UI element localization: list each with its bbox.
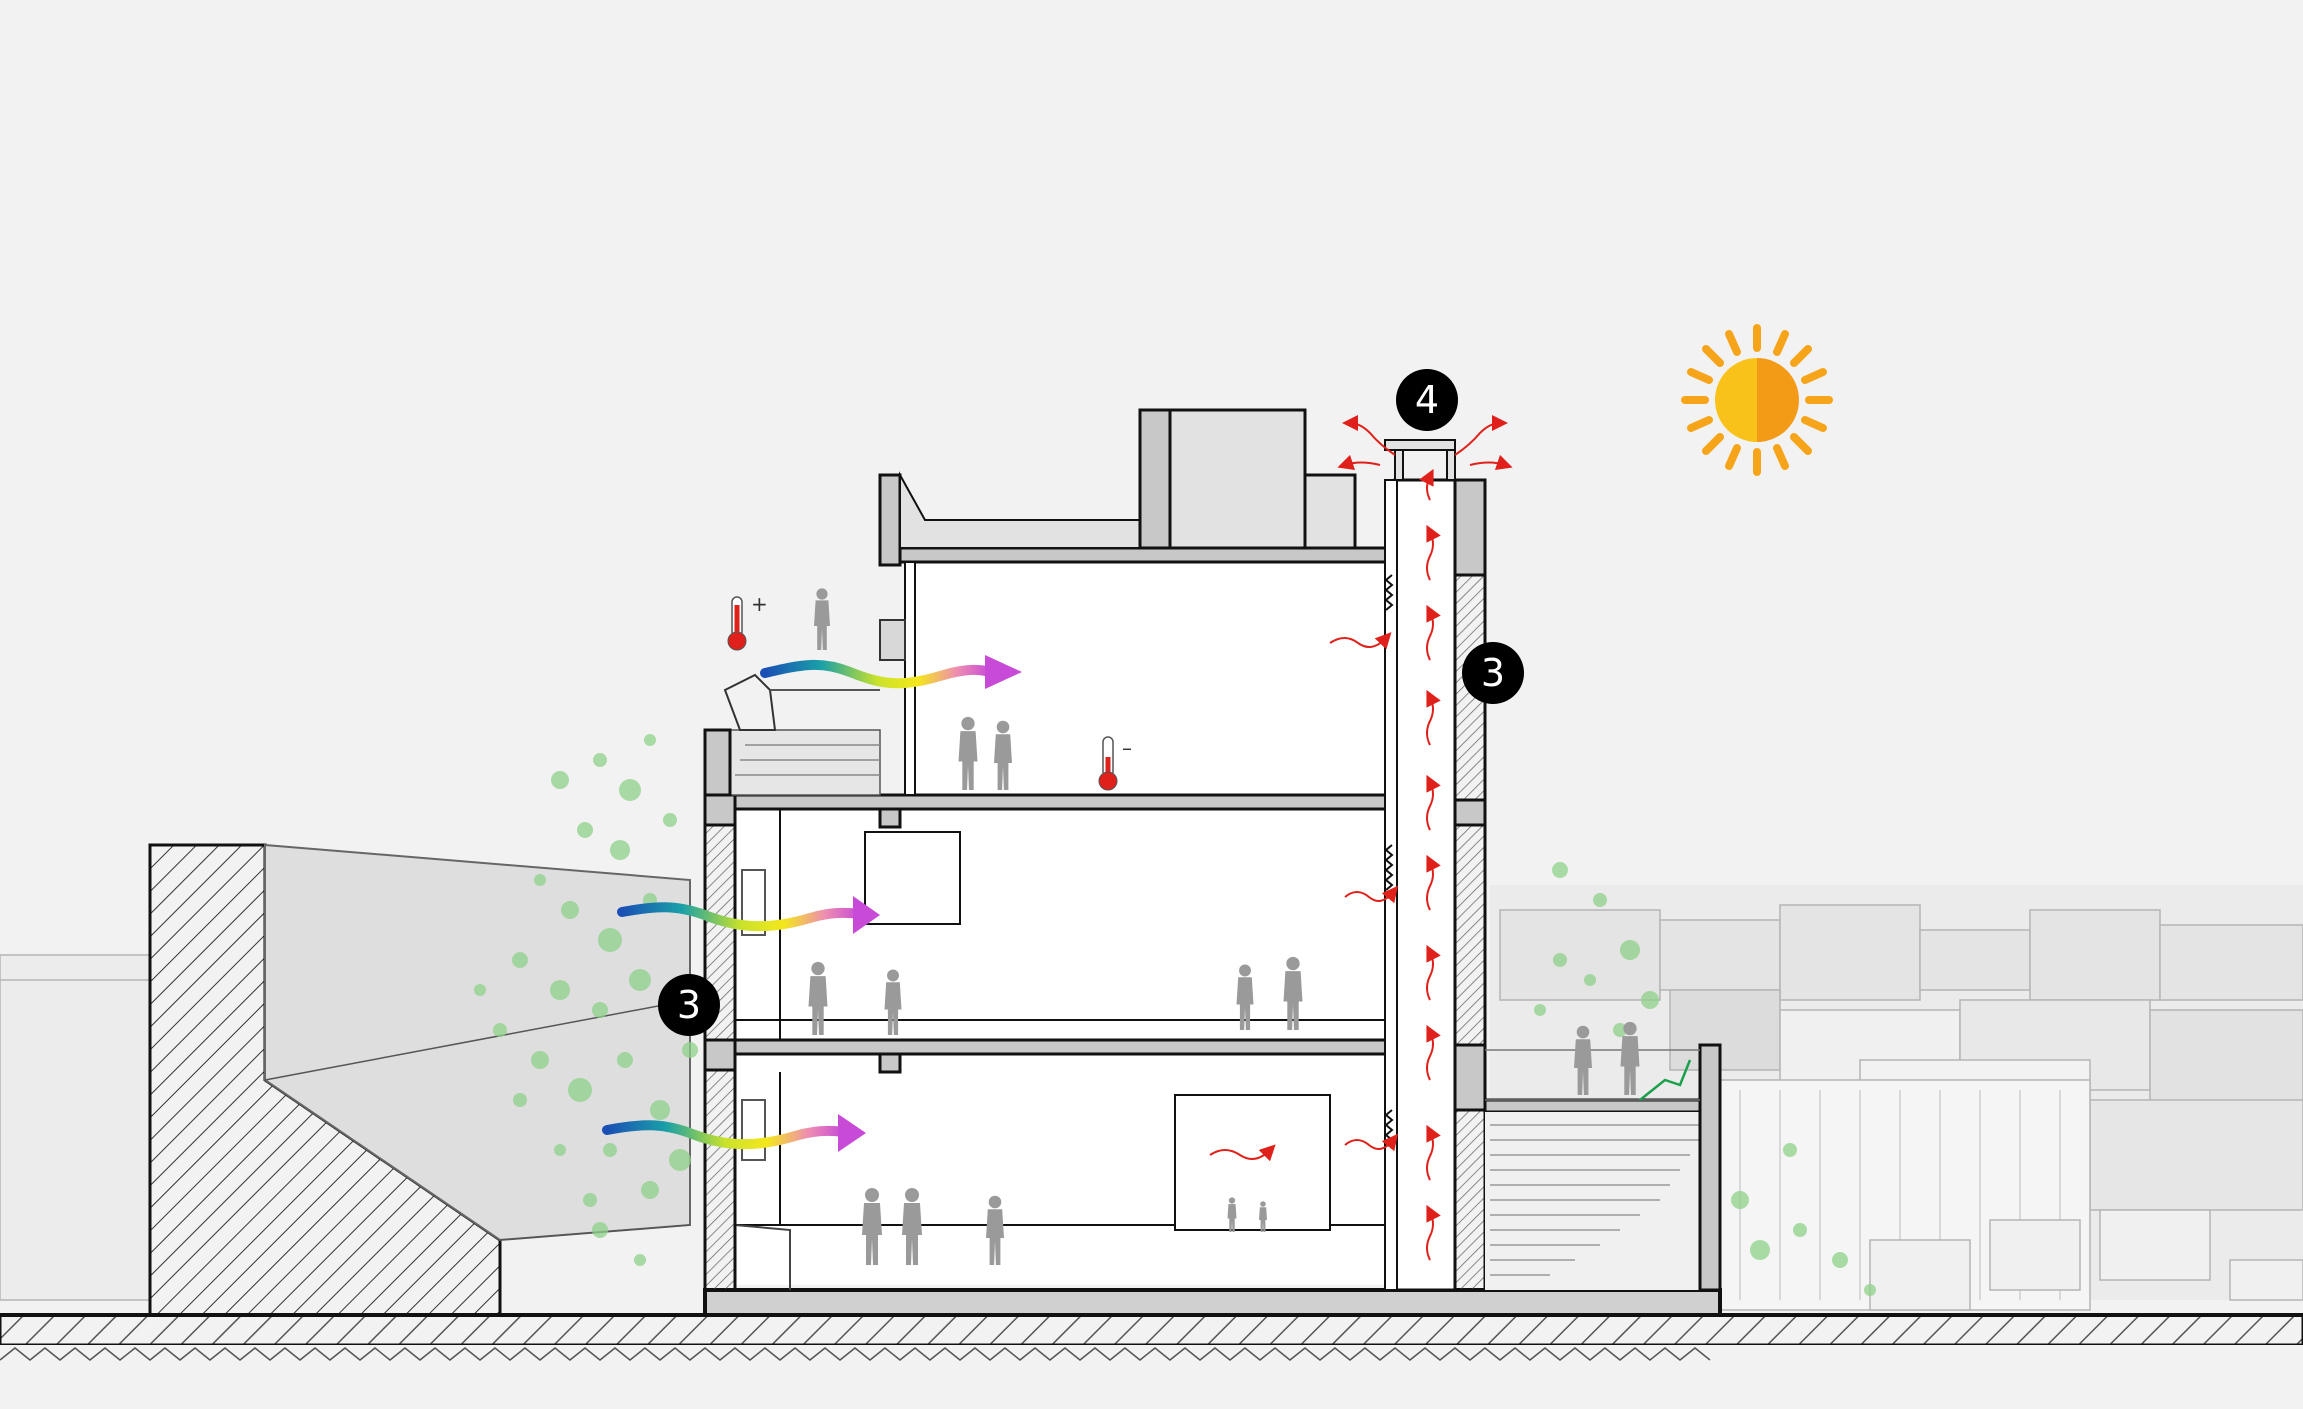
sun-icon [1681,324,1833,476]
background-left [0,954,151,1301]
marker-4-top-label: 4 [1415,378,1439,422]
ground [0,1313,2303,1380]
cross-ventilation-arrows [602,655,1022,1152]
neighbor-retaining-wall [148,843,691,1317]
marker-3-left: 3 [658,974,720,1036]
stack-ventilation-icon [1419,468,1441,1261]
thermometer-cool: – [1098,736,1132,791]
airflow-arrow-icon [617,896,880,934]
thermometer-warm-sign: + [751,592,768,616]
marker-3-right: 3 [1462,642,1524,704]
marker-3-right-label: 3 [1481,651,1505,695]
marker-4-top: 4 [1396,369,1458,431]
thermometer-cool-sign: – [1122,736,1132,760]
thermometer-icon [1098,736,1118,791]
stack-ventilation-flow [1209,415,1513,1261]
thermometer-warm: + [727,592,768,651]
thermometer-icon [727,596,747,651]
airflow-arrow-icon [602,1114,866,1152]
vegetation [474,734,1876,1296]
airflow-arrow-icon [760,655,1022,689]
marker-3-left-label: 3 [677,983,701,1027]
building-section [703,408,1722,1317]
